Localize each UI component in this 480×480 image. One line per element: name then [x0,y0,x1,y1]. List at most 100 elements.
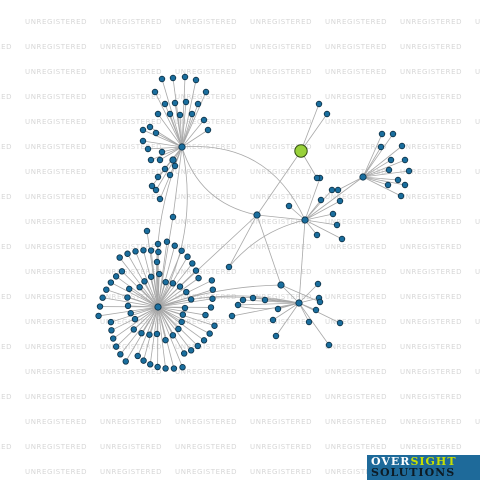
graph-node[interactable] [384,181,392,189]
graph-node[interactable] [323,110,331,118]
graph-node[interactable] [194,100,202,108]
graph-node[interactable] [183,288,190,296]
graph-node[interactable] [387,156,395,164]
hub-node[interactable] [178,143,186,151]
graph-node[interactable] [188,110,196,118]
graph-node[interactable] [333,221,341,229]
graph-node[interactable] [202,311,209,319]
hub-node[interactable] [154,303,162,311]
graph-node[interactable] [141,278,148,285]
graph-node[interactable] [169,332,177,339]
graph-node[interactable] [147,273,155,280]
graph-node[interactable] [338,235,346,243]
graph-node[interactable] [285,202,293,210]
graph-node[interactable] [179,364,186,371]
graph-node[interactable] [124,302,132,310]
graph-node[interactable] [184,253,191,260]
graph-node[interactable] [179,311,187,318]
graph-node[interactable] [151,88,159,96]
graph-node[interactable] [154,173,162,181]
graph-node[interactable] [146,331,153,338]
hub-node[interactable] [253,211,261,219]
graph-node[interactable] [99,294,106,301]
graph-node[interactable] [163,238,171,245]
graph-node[interactable] [108,327,115,334]
graph-node[interactable] [140,247,147,254]
graph-node[interactable] [261,296,269,304]
graph-node[interactable] [158,148,166,156]
graph-node[interactable] [96,303,104,310]
graph-node[interactable] [194,342,202,350]
graph-node[interactable] [336,319,344,327]
graph-node[interactable] [156,270,163,278]
graph-node[interactable] [169,74,177,82]
graph-node[interactable] [124,250,131,257]
graph-node[interactable] [158,75,166,83]
graph-node[interactable] [181,304,189,312]
focus-node[interactable] [294,144,308,158]
graph-node[interactable] [187,296,195,303]
graph-node[interactable] [112,343,120,350]
graph-node[interactable] [377,143,385,151]
graph-node[interactable] [178,247,185,254]
hub-node[interactable] [301,216,309,224]
hub-node[interactable] [169,156,177,164]
graph-node[interactable] [107,279,115,286]
hub-node[interactable] [277,281,285,289]
graph-node[interactable] [178,318,185,326]
graph-node[interactable] [189,260,196,267]
graph-node[interactable] [249,294,257,302]
graph-node[interactable] [124,294,131,301]
graph-node[interactable] [154,110,162,118]
graph-node[interactable] [176,283,184,290]
graph-node[interactable] [171,162,179,170]
graph-node[interactable] [317,196,325,204]
graph-node[interactable] [325,341,333,349]
graph-node[interactable] [269,316,277,324]
graph-node[interactable] [152,129,160,137]
graph-node[interactable] [274,305,282,313]
graph-node[interactable] [394,176,402,184]
graph-node[interactable] [146,123,154,131]
graph-node[interactable] [134,352,141,360]
graph-node[interactable] [161,165,169,173]
graph-node[interactable] [122,358,129,365]
graph-node[interactable] [334,186,342,194]
graph-node[interactable] [228,312,236,320]
graph-node[interactable] [401,181,409,189]
graph-node[interactable] [110,335,117,342]
graph-node[interactable] [187,347,195,354]
graph-node[interactable] [153,258,161,266]
graph-node[interactable] [305,318,313,326]
graph-node[interactable] [181,73,189,81]
graph-node[interactable] [206,330,213,337]
graph-node[interactable] [329,210,337,218]
graph-node[interactable] [162,365,169,372]
graph-node[interactable] [385,166,393,174]
graph-node[interactable] [112,273,120,280]
graph-node[interactable] [314,280,322,288]
graph-node[interactable] [155,248,162,256]
graph-node[interactable] [132,248,139,255]
graph-node[interactable] [154,363,161,371]
graph-node[interactable] [176,111,184,119]
graph-node[interactable] [166,110,174,118]
graph-node[interactable] [116,254,123,261]
graph-node[interactable] [398,142,406,150]
graph-node[interactable] [118,268,126,275]
graph-node[interactable] [401,156,409,164]
graph-node[interactable] [126,285,133,293]
graph-node[interactable] [405,167,413,175]
graph-node[interactable] [209,286,217,293]
graph-node[interactable] [154,240,162,248]
hub-node[interactable] [295,299,303,307]
graph-node[interactable] [182,98,190,106]
graph-node[interactable] [175,325,182,333]
graph-node[interactable] [204,126,212,134]
graph-node[interactable] [389,130,397,138]
graph-node[interactable] [328,186,336,194]
graph-node[interactable] [148,182,156,190]
graph-node[interactable] [397,192,405,200]
graph-node[interactable] [272,332,280,340]
graph-node[interactable] [171,99,179,107]
